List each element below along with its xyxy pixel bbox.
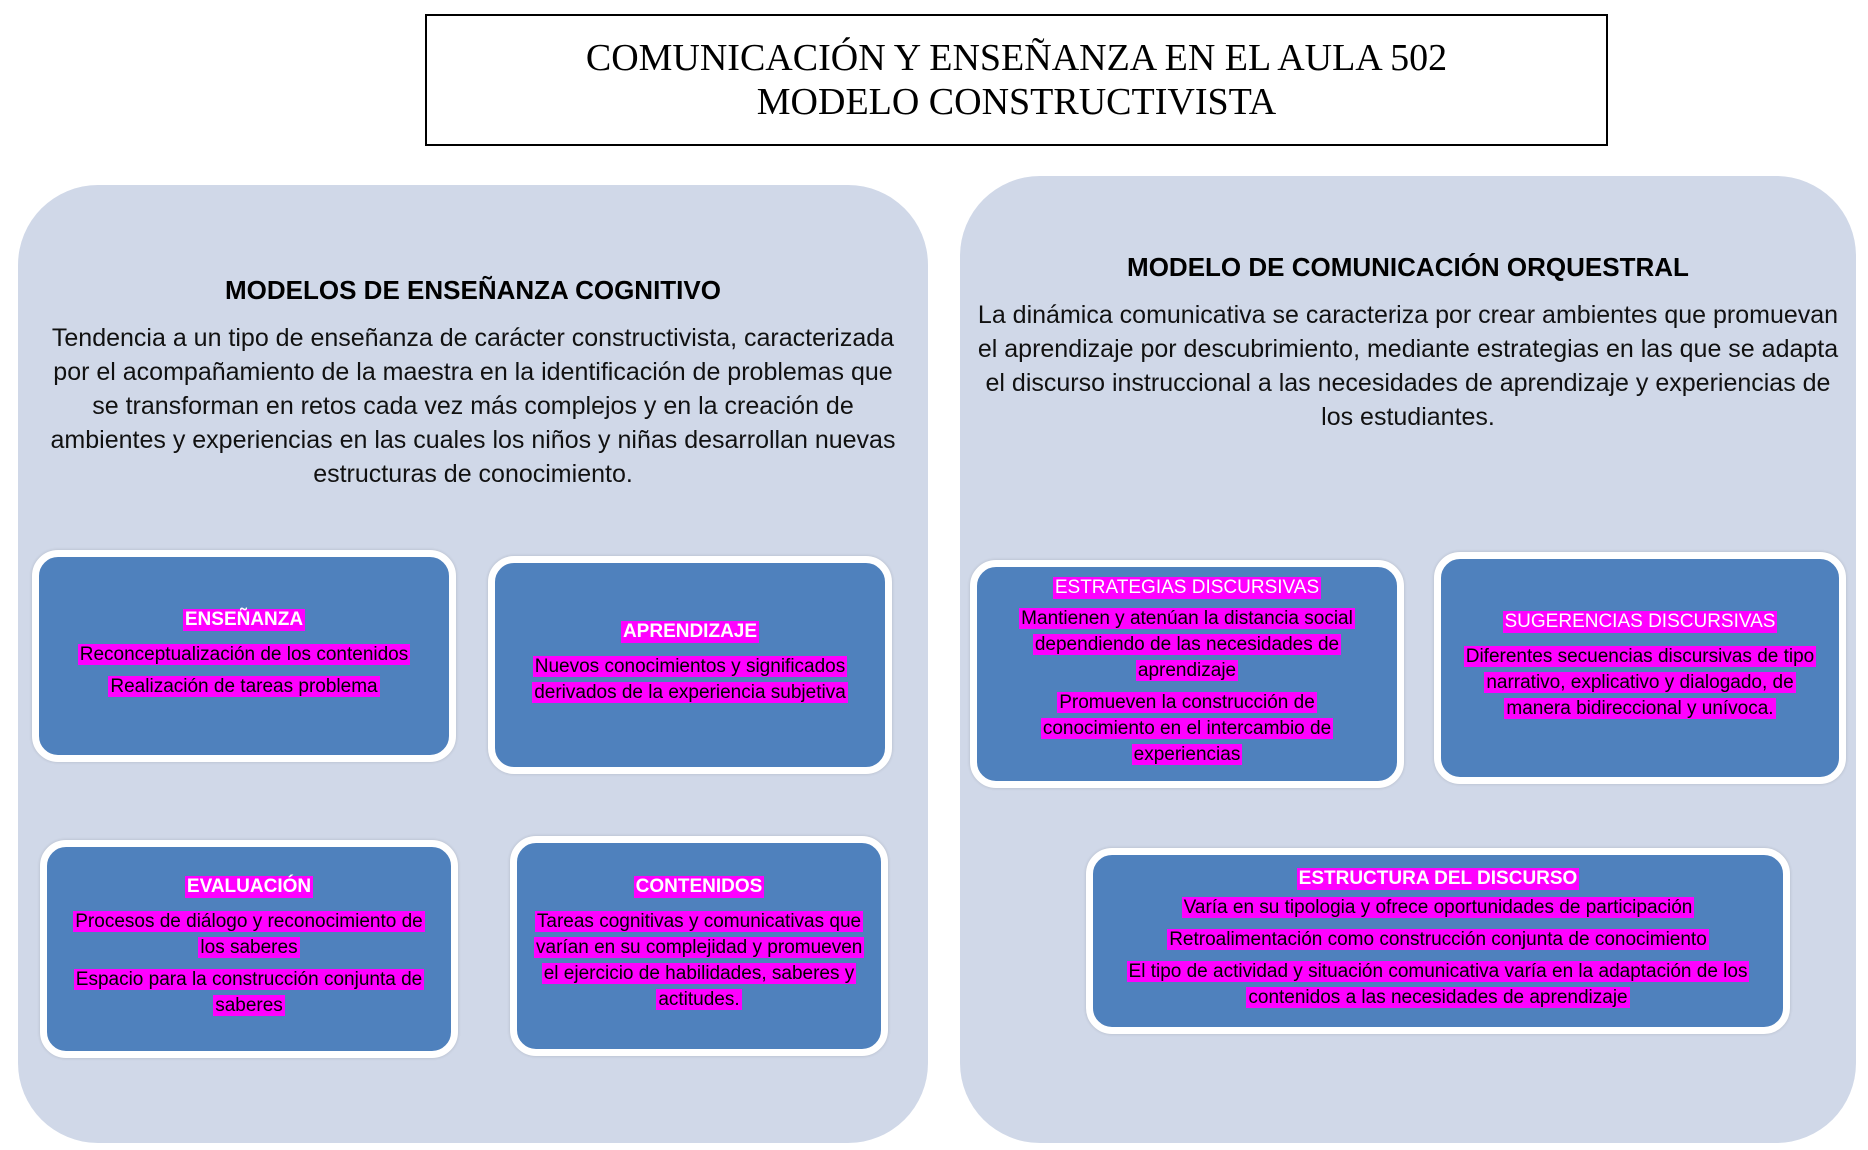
card-estructura-del-discurso: ESTRUCTURA DEL DISCURSO Varía en su tipo… [1086, 848, 1790, 1034]
card-title: SUGERENCIAS DISCURSIVAS [1502, 611, 1778, 633]
card-title: ESTRATEGIAS DISCURSIVAS [1052, 577, 1322, 599]
card-estrategias-discursivas: ESTRATEGIAS DISCURSIVAS Mantienen y aten… [970, 560, 1404, 788]
card-evaluacion: EVALUACIÓN Procesos de diálogo y reconoc… [40, 840, 458, 1058]
card-title: CONTENIDOS [633, 876, 765, 898]
card-ensenanza: ENSEÑANZA Reconceptualización de los con… [32, 550, 456, 762]
card-item: Nuevos conocimientos y significados deri… [532, 656, 848, 703]
panel-description: La dinámica comunicativa se caracteriza … [977, 301, 1839, 431]
title-line-1: COMUNICACIÓN Y ENSEÑANZA EN EL AULA 502 [585, 37, 1448, 79]
card-item: Varía en su tipologia y ofrece oportunid… [1181, 897, 1695, 918]
card-item: Promueven la construcción de conocimient… [1040, 692, 1334, 765]
card-title: EVALUACIÓN [184, 876, 314, 898]
card-item: Tareas cognitivas y comunicativas que va… [534, 911, 865, 1010]
card-title: ESTRUCTURA DEL DISCURSO [1296, 868, 1580, 890]
card-item: Realización de tareas problema [108, 676, 380, 697]
card-item: Procesos de diálogo y reconocimiento de … [73, 911, 425, 958]
card-item: Reconceptualización de los contenidos [77, 644, 411, 665]
card-item: Retroalimentación como construcción conj… [1167, 929, 1709, 950]
card-contenidos: CONTENIDOS Tareas cognitivas y comunicat… [510, 836, 888, 1056]
panel-heading: MODELOS DE ENSEÑANZA COGNITIVO [225, 275, 721, 305]
card-item: Mantienen y atenúan la distancia social … [1019, 608, 1355, 681]
title-box: COMUNICACIÓN Y ENSEÑANZA EN EL AULA 502 … [425, 14, 1608, 146]
card-title: ENSEÑANZA [182, 609, 306, 631]
card-aprendizaje: APRENDIZAJE Nuevos conocimientos y signi… [488, 556, 892, 774]
panel-description: Tendencia a un tipo de enseñanza de cará… [50, 324, 896, 488]
card-item: Diferentes secuencias discursivas de tip… [1463, 646, 1817, 719]
card-item: El tipo de actividad y situación comunic… [1126, 961, 1750, 1008]
panel-heading: MODELO DE COMUNICACIÓN ORQUESTRAL [1127, 252, 1689, 282]
card-sugerencias-discursivas: SUGERENCIAS DISCURSIVAS Diferentes secue… [1434, 552, 1846, 784]
title-line-2: MODELO CONSTRUCTIVISTA [756, 81, 1277, 123]
card-item: Espacio para la construcción conjunta de… [73, 969, 425, 1016]
card-title: APRENDIZAJE [620, 621, 760, 643]
